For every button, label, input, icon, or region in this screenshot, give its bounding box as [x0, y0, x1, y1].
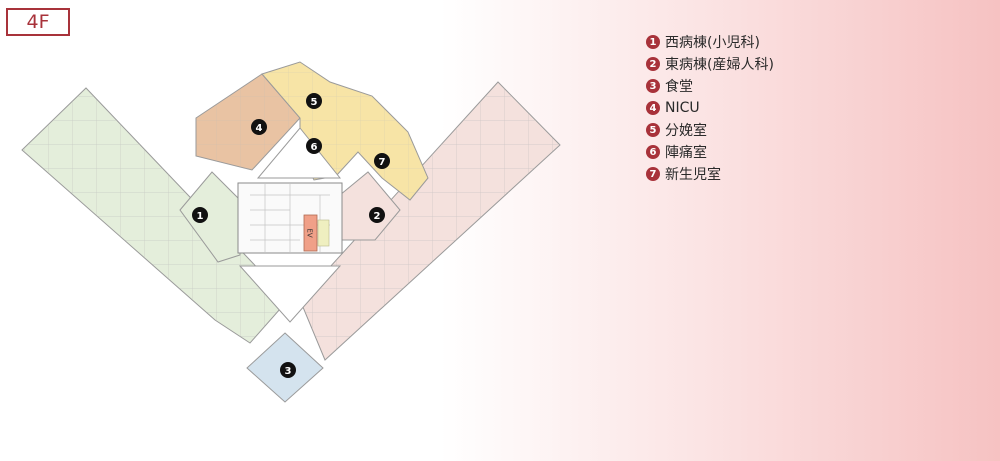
area-marker-5[interactable]: 5 [306, 93, 322, 109]
elevator-block [303, 214, 318, 252]
legend-item: 3 食堂 [646, 75, 774, 97]
legend-label: NICU [665, 100, 700, 116]
svg-text:4: 4 [256, 123, 263, 134]
legend-number: 2 [646, 57, 660, 71]
legend-label: 食堂 [665, 79, 693, 95]
area-marker-4[interactable]: 4 [251, 119, 267, 135]
svg-text:3: 3 [285, 366, 292, 377]
ev-label: EV [306, 228, 314, 237]
legend-number: 1 [646, 35, 660, 49]
legend-item: 4 NICU [646, 97, 774, 119]
legend-label: 西病棟(小児科) [665, 35, 760, 51]
lower-atrium [238, 265, 342, 323]
area-marker-6[interactable]: 6 [306, 138, 322, 154]
legend-item: 6 陣痛室 [646, 141, 774, 163]
legend-number: 3 [646, 79, 660, 93]
legend-item: 1 西病棟(小児科) [646, 31, 774, 53]
west-wing-rooms [22, 88, 288, 343]
legend: 1 西病棟(小児科) 2 東病棟(産婦人科) 3 食堂 4 NICU 5 分娩室 6 陣痛室… [646, 31, 774, 185]
floor-label: 4F [6, 8, 70, 36]
area-marker-7[interactable]: 7 [374, 153, 390, 169]
svg-text:7: 7 [379, 157, 386, 168]
legend-number: 5 [646, 123, 660, 137]
svg-text:1: 1 [197, 211, 204, 222]
svg-text:2: 2 [374, 211, 381, 222]
legend-number: 6 [646, 145, 660, 159]
svg-text:6: 6 [311, 142, 318, 153]
svg-text:5: 5 [311, 97, 318, 108]
legend-label: 分娩室 [665, 123, 707, 139]
legend-item: 7 新生児室 [646, 163, 774, 185]
east-wing-rooms [300, 82, 560, 360]
area-marker-3[interactable]: 3 [280, 362, 296, 378]
area-marker-1[interactable]: 1 [192, 207, 208, 223]
legend-label: 新生児室 [665, 167, 721, 183]
central-courtyard [256, 127, 342, 179]
legend-number: 4 [646, 101, 660, 115]
area-marker-2[interactable]: 2 [369, 207, 385, 223]
legend-label: 陣痛室 [665, 145, 707, 161]
legend-label: 東病棟(産婦人科) [665, 57, 774, 73]
legend-number: 7 [646, 167, 660, 181]
legend-item: 2 東病棟(産婦人科) [646, 53, 774, 75]
legend-item: 5 分娩室 [646, 119, 774, 141]
